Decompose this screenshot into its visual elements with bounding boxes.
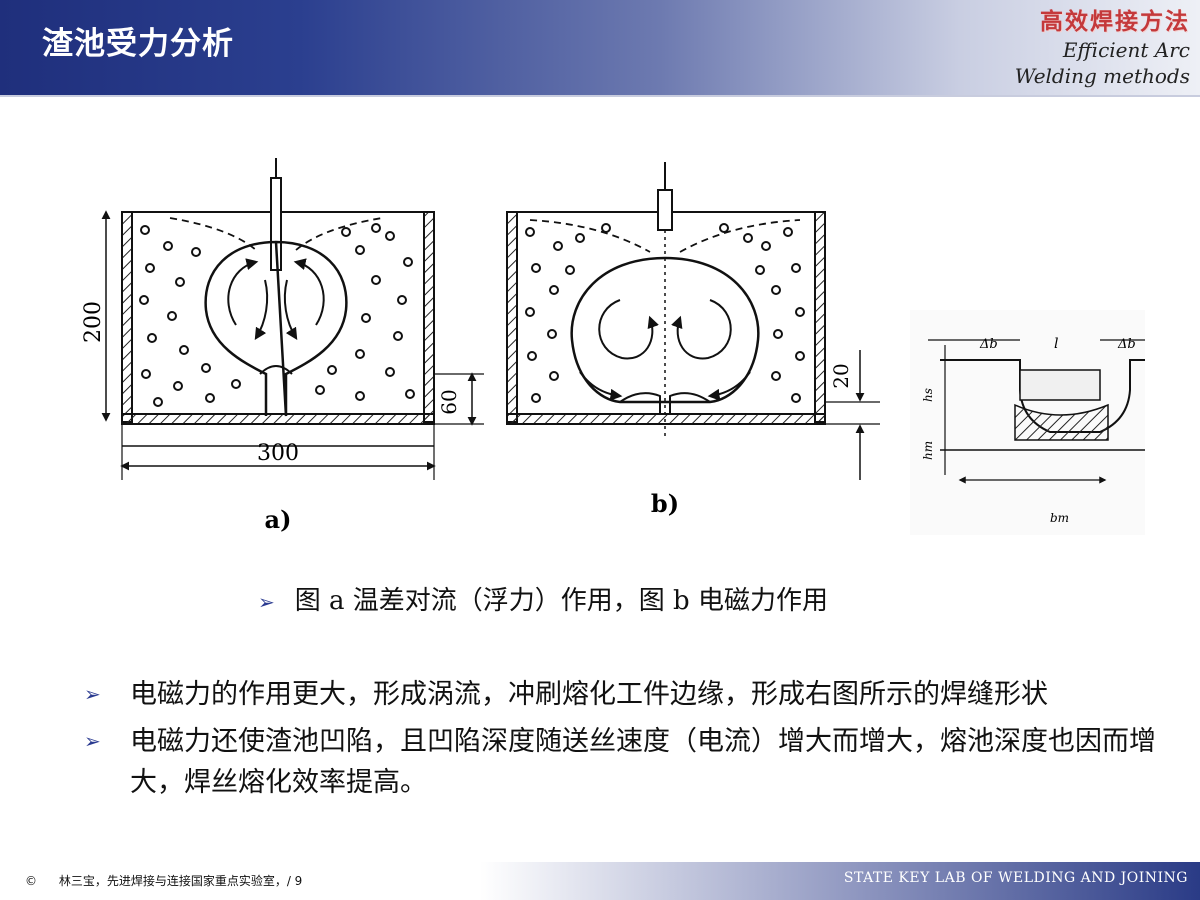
label-b: b) xyxy=(651,489,679,518)
header-divider xyxy=(0,95,1200,97)
diagram-weld-shape: Δb l Δb hs hm bm xyxy=(910,310,1145,535)
slag-pool-figure: 200 300 60 a) xyxy=(81,158,1145,535)
caption-text: 图 a 温差对流（浮力）作用，图 b 电磁力作用 xyxy=(294,586,828,616)
dimension-200: 200 xyxy=(81,301,106,343)
diagram-b: 20 b) xyxy=(506,162,880,518)
diagram-a: 200 300 60 a) xyxy=(81,158,484,534)
dimension-60: 60 xyxy=(437,389,461,414)
copyright-symbol: © xyxy=(25,874,37,888)
footer-lab-name: STATE KEY LAB OF WELDING AND JOINING xyxy=(843,870,1188,886)
brand-chinese: 高效焊接方法 xyxy=(1040,9,1190,35)
label-hs: hs xyxy=(921,388,935,402)
label-l: l xyxy=(1054,336,1058,352)
label-a: a) xyxy=(265,505,292,534)
dimension-20: 20 xyxy=(829,363,853,388)
arrow-bullet-icon: ➢ xyxy=(84,682,101,706)
brand-english-line2: Welding methods xyxy=(1014,64,1190,88)
bullet-list: ➢ 电磁力的作用更大，形成涡流，冲刷熔化工件边缘，形成右图所示的焊缝形状 ➢ 电… xyxy=(84,674,1164,809)
label-hm: hm xyxy=(921,441,935,460)
footer-author: 林三宝，先进焊接与连接国家重点实验室，/ 9 xyxy=(58,874,303,888)
list-item: ➢ 电磁力的作用更大，形成涡流，冲刷熔化工件边缘，形成右图所示的焊缝形状 xyxy=(84,674,1164,715)
arrow-bullet-icon: ➢ xyxy=(84,729,101,753)
dimension-300: 300 xyxy=(257,441,299,466)
arrow-bullet-icon: ➢ xyxy=(258,590,275,614)
list-item: ➢ 电磁力还使渣池凹陷，且凹陷深度随送丝速度（电流）增大而增大，熔池深度也因而增… xyxy=(84,721,1164,803)
brand-english-line1: Efficient Arc xyxy=(1062,38,1190,62)
bullet-text: 电磁力还使渣池凹陷，且凹陷深度随送丝速度（电流）增大而增大，熔池深度也因而增大，… xyxy=(130,726,1156,798)
label-bm: bm xyxy=(1050,511,1069,525)
header-bar xyxy=(0,0,1200,95)
figure-caption: ➢ 图 a 温差对流（浮力）作用，图 b 电磁力作用 xyxy=(258,580,828,617)
slide-title: 渣池受力分析 xyxy=(42,26,234,62)
label-delta-b-left: Δb xyxy=(979,337,998,352)
bullet-text: 电磁力的作用更大，形成涡流，冲刷熔化工件边缘，形成右图所示的焊缝形状 xyxy=(130,679,1048,710)
footer-bar xyxy=(0,862,1200,900)
footer-credit: © 林三宝，先进焊接与连接国家重点实验室，/ 9 xyxy=(25,872,302,889)
label-delta-b-right: Δb xyxy=(1117,337,1136,352)
